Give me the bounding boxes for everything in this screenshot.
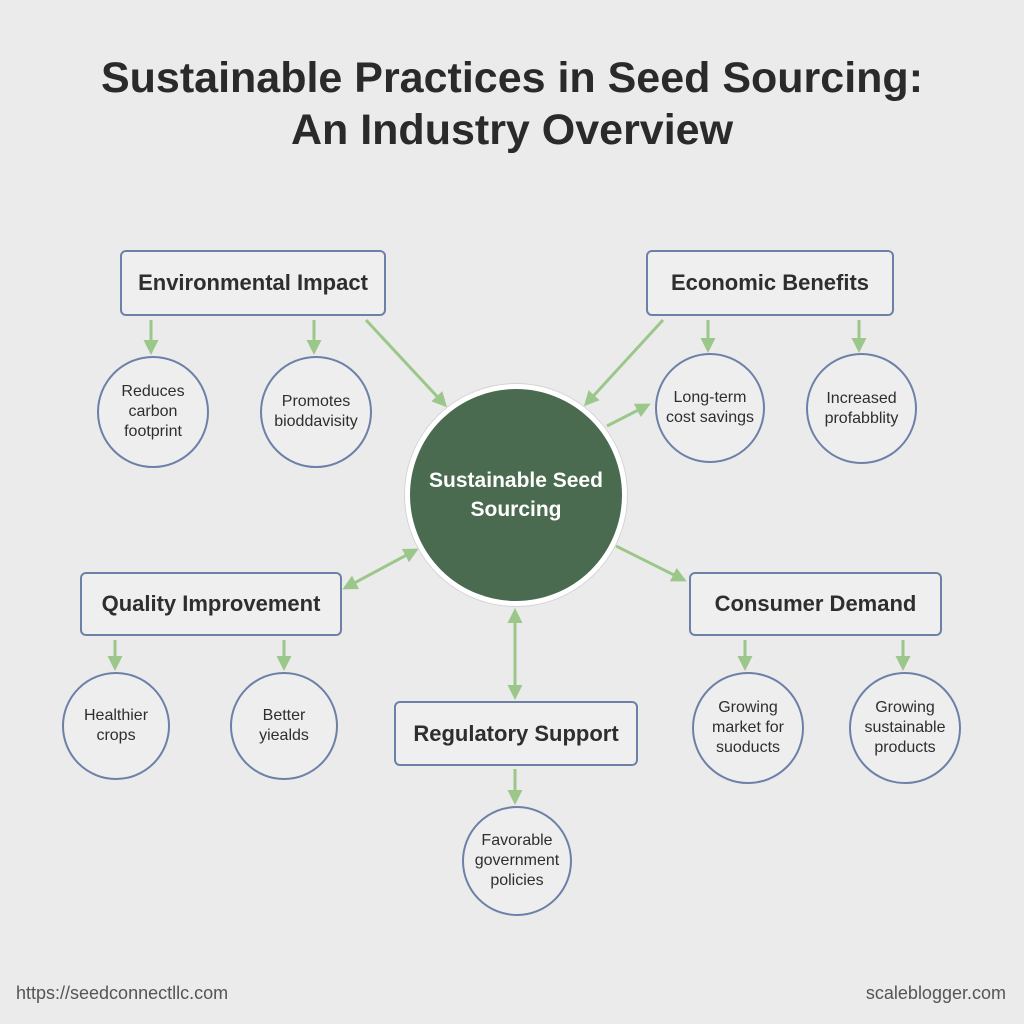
category-economic-benefits: Economic Benefits xyxy=(646,250,894,316)
item-promotes-biodiversity: Promotes bioddavisity xyxy=(260,356,372,468)
footer-source-link[interactable]: https://seedconnectllc.com xyxy=(16,983,229,1003)
center-node: Sustainable Seed Sourcing xyxy=(405,384,627,606)
category-regulatory-support: Regulatory Support xyxy=(394,701,638,766)
item-favorable-government-policies: Favorable government policies xyxy=(462,806,572,916)
arrow-center-to-consumer xyxy=(615,544,687,582)
item-healthier-crops: Healthier crops xyxy=(62,672,170,780)
item-reduces-carbon-footprint: Reduces carbon footprint xyxy=(97,356,209,468)
arrow-center-quality xyxy=(342,548,419,590)
item-better-yields: Better yiealds xyxy=(230,672,338,780)
arrow-econ-to-center xyxy=(583,318,665,407)
arrow-env-to-center xyxy=(364,318,448,408)
category-environmental-impact: Environmental Impact xyxy=(120,250,386,316)
category-consumer-demand: Consumer Demand xyxy=(689,572,942,636)
item-growing-sustainable-products: Growing sustainable products xyxy=(849,672,961,784)
title-line-2: An Industry Overview xyxy=(290,106,734,154)
arrow-center-to-savings xyxy=(606,403,651,428)
footer-credit: scaleblogger.com xyxy=(865,983,1006,1003)
page-title: Sustainable Practices in Seed Sourcing: … xyxy=(0,52,1024,156)
title-line-1: Sustainable Practices in Seed Sourcing: xyxy=(100,54,924,102)
item-increased-profitability: Increased profabblity xyxy=(806,353,917,464)
item-long-term-cost-savings: Long-term cost savings xyxy=(655,353,765,463)
category-quality-improvement: Quality Improvement xyxy=(80,572,342,636)
item-growing-market: Growing market for suoducts xyxy=(692,672,804,784)
